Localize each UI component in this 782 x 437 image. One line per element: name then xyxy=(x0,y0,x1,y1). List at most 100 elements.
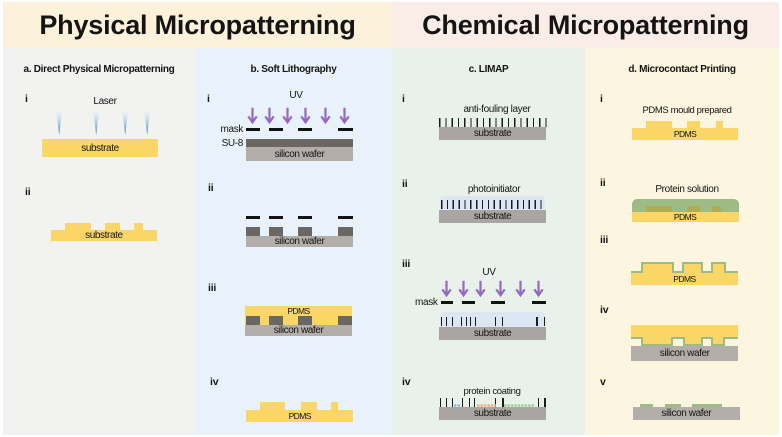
silicon-wafer-block: silicon wafer xyxy=(246,236,353,248)
substrate-label: substrate xyxy=(473,408,512,420)
column-a-bg xyxy=(3,48,195,435)
anti-fouling-tick xyxy=(465,317,468,327)
uv-arrow-icon xyxy=(320,107,331,125)
uv-arrow-icon xyxy=(339,107,350,125)
step-label-b-ii: ii xyxy=(208,182,214,194)
pdms-label: PDMS xyxy=(673,273,696,284)
su8-ridge xyxy=(297,226,313,237)
column-b-header: b. Soft Lithography xyxy=(250,64,337,75)
header-physical: Physical Micropatterning xyxy=(3,2,392,48)
anti-fouling-brush xyxy=(439,118,547,128)
step-label-d-iii: iii xyxy=(600,234,609,246)
mask-segment xyxy=(246,128,260,132)
patterned-substrate-block: substrate xyxy=(50,230,158,242)
silicon-wafer-label: silicon wafer xyxy=(659,347,710,359)
mask-segment xyxy=(246,216,260,220)
anti-fouling-tick xyxy=(470,317,472,327)
mask-segment xyxy=(297,216,313,220)
submerged-bump xyxy=(686,205,701,213)
pdms-mould-bump xyxy=(712,263,724,273)
uv-arrow-icon xyxy=(458,280,469,297)
printed-protein-patch xyxy=(692,403,722,408)
anti-fouling-tick xyxy=(439,398,441,407)
anti-fouling-caption: anti-fouling layer xyxy=(463,103,531,115)
printed-protein-patch xyxy=(640,403,653,408)
protein-solution-caption: Protein solution xyxy=(655,184,719,195)
silicon-wafer-block: silicon wafer xyxy=(246,147,353,161)
substrate-label: substrate xyxy=(473,128,512,140)
pdms-label: PDMS xyxy=(287,305,310,316)
anti-fouling-tick xyxy=(544,398,546,407)
substrate-block: substrate xyxy=(438,406,547,421)
anti-fouling-tick xyxy=(495,317,497,327)
anti-fouling-tick xyxy=(460,317,462,327)
photoinitiator-layer xyxy=(439,311,546,327)
silicon-wafer-label: silicon wafer xyxy=(274,236,325,248)
pdms-mould-bump xyxy=(715,121,724,129)
pdms-label: PDMS xyxy=(673,211,697,222)
uv-arrow-icon xyxy=(246,107,258,125)
pdms-stamp-tooth xyxy=(643,335,672,344)
silicon-wafer-label: silicon wafer xyxy=(661,408,712,420)
uv-arrow-icon xyxy=(532,280,544,297)
mask-segment xyxy=(337,128,354,132)
photoinitiator-caption: photoinitiator xyxy=(467,184,521,195)
step-label-d-v: v xyxy=(600,376,606,388)
anti-fouling-brush xyxy=(440,199,546,210)
uv-arrow-icon xyxy=(264,107,275,125)
substrate-label: substrate xyxy=(85,230,123,242)
step-label-d-ii: ii xyxy=(600,177,606,189)
substrate-block: substrate xyxy=(438,127,547,141)
column-d-bg xyxy=(585,48,779,435)
protein-coating-caption: protein coating xyxy=(463,386,521,397)
mask-segment xyxy=(337,216,354,220)
anti-fouling-tick xyxy=(468,398,470,407)
mask-label: mask xyxy=(220,124,244,135)
pdms-stamp-bump xyxy=(301,401,318,411)
su8-ridge xyxy=(246,226,260,237)
uv-arrow-icon xyxy=(515,280,526,297)
anti-fouling-tick xyxy=(536,317,538,327)
step-label-d-iv: iv xyxy=(600,304,609,316)
pdms-label: PDMS xyxy=(673,128,697,139)
su8-ridge xyxy=(268,316,284,325)
column-d-header: d. Microcontact Printing xyxy=(628,64,736,75)
silicon-wafer-label: silicon wafer xyxy=(274,148,325,160)
mask-label: mask xyxy=(415,296,438,308)
su8-ridge xyxy=(268,226,284,237)
physical-title: Physical Micropatterning xyxy=(39,9,356,40)
anti-fouling-tick xyxy=(451,317,454,327)
mask-segment xyxy=(297,128,313,132)
anti-fouling-tick xyxy=(537,398,539,407)
patterned-substrate-bump xyxy=(105,223,120,231)
pdms-mould-caption: PDMS mould prepared xyxy=(642,105,732,116)
printed-protein-patch xyxy=(664,403,682,408)
mask-segment xyxy=(440,300,454,304)
anti-fouling-tick xyxy=(495,398,497,407)
uv-arrow-icon xyxy=(300,107,311,125)
pdms-stamp-slab xyxy=(631,325,738,337)
protein-dots-blue xyxy=(454,403,462,407)
laser-beam-icon xyxy=(93,110,100,135)
pdms-mould-bump xyxy=(646,121,672,129)
step-label-b-iii: iii xyxy=(208,282,217,294)
header-chemical: Chemical Micropatterning xyxy=(392,2,779,48)
su8-layer xyxy=(246,139,353,148)
pdms-mould-base: PDMS xyxy=(631,211,739,222)
laser-beam-icon xyxy=(56,110,63,135)
uv-caption: UV xyxy=(289,90,303,101)
column-a-header: a. Direct Physical Micropatterning xyxy=(23,64,175,75)
anti-fouling-tick xyxy=(502,317,504,327)
uv-arrow-icon xyxy=(474,280,486,297)
su8-label: SU-8 xyxy=(221,137,244,149)
pdms-mould-bump xyxy=(684,263,702,273)
pdms-stamp-tooth xyxy=(713,335,724,344)
column-c-header: c. LIMAP xyxy=(468,64,509,75)
chemical-title: Chemical Micropatterning xyxy=(422,9,749,40)
column-c-bg xyxy=(392,48,585,435)
substrate-block: substrate xyxy=(438,209,547,223)
step-label-d-i: i xyxy=(600,92,603,105)
mask-segment xyxy=(461,300,476,304)
submerged-bump xyxy=(712,205,722,213)
pdms-cast-layer: PDMS xyxy=(245,305,352,317)
